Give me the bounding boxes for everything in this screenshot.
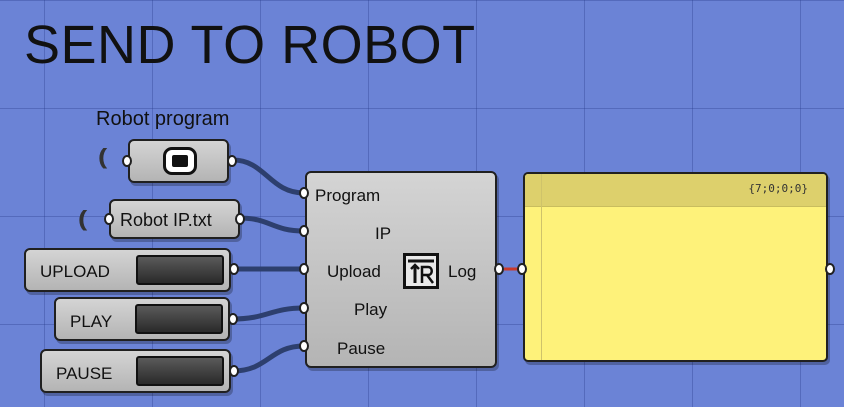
play-button-face[interactable]	[135, 304, 223, 334]
upload-toggle[interactable]: UPLOAD	[24, 248, 231, 292]
ip-panel-output-grip[interactable]	[235, 213, 245, 225]
log-panel-index-line	[541, 174, 542, 360]
ip-panel-text: Robot IP.txt	[120, 210, 212, 230]
input-port-play: Play	[354, 300, 388, 319]
output-port-log: Log	[448, 262, 477, 281]
wire-ip	[237, 215, 307, 234]
program-param-label: Robot program	[96, 108, 230, 130]
log-panel-input-grip[interactable]	[517, 263, 527, 275]
wire-pause	[230, 343, 307, 374]
input-port-pause: Pause	[337, 339, 386, 358]
program-param[interactable]	[128, 139, 229, 183]
play-toggle-label: PLAY	[70, 312, 113, 331]
program-param-input-grip[interactable]	[122, 155, 132, 167]
input-grip-upload[interactable]	[299, 263, 309, 275]
wire-play	[229, 305, 307, 322]
program-param-output-grip[interactable]	[227, 155, 237, 167]
send-to-robot-component[interactable]: Program IP Upload Play Pause Log	[305, 171, 497, 368]
input-grip-pause[interactable]	[299, 340, 309, 352]
pause-button-face[interactable]	[136, 356, 224, 386]
input-port-upload: Upload	[327, 262, 381, 281]
log-panel-output-grip[interactable]	[825, 263, 835, 275]
upload-toggle-label: UPLOAD	[40, 262, 110, 281]
robot-logo-icon	[403, 253, 439, 289]
pause-toggle-label: PAUSE	[56, 364, 113, 383]
output-grip-log[interactable]	[494, 263, 504, 275]
page-title: SEND TO ROBOT	[24, 15, 476, 75]
upload-button-face[interactable]	[136, 255, 224, 285]
log-panel[interactable]: {7;0;0;0}	[523, 172, 828, 362]
input-grip-program[interactable]	[299, 187, 309, 199]
input-port-program: Program	[315, 186, 381, 205]
program-param-icon	[163, 147, 197, 175]
log-panel-path: {7;0;0;0}	[748, 182, 808, 195]
pause-output-grip[interactable]	[229, 365, 239, 377]
log-panel-header	[525, 174, 826, 207]
wire-program	[230, 157, 307, 196]
input-grip-ip[interactable]	[299, 225, 309, 237]
play-output-grip[interactable]	[228, 313, 238, 325]
input-grip-play[interactable]	[299, 302, 309, 314]
play-toggle[interactable]: PLAY	[54, 297, 230, 341]
pause-toggle[interactable]: PAUSE	[40, 349, 231, 393]
ip-panel[interactable]: Robot IP.txt	[109, 199, 240, 239]
ip-panel-input-grip[interactable]	[104, 213, 114, 225]
input-port-ip: IP	[375, 224, 392, 243]
upload-output-grip[interactable]	[229, 263, 239, 275]
